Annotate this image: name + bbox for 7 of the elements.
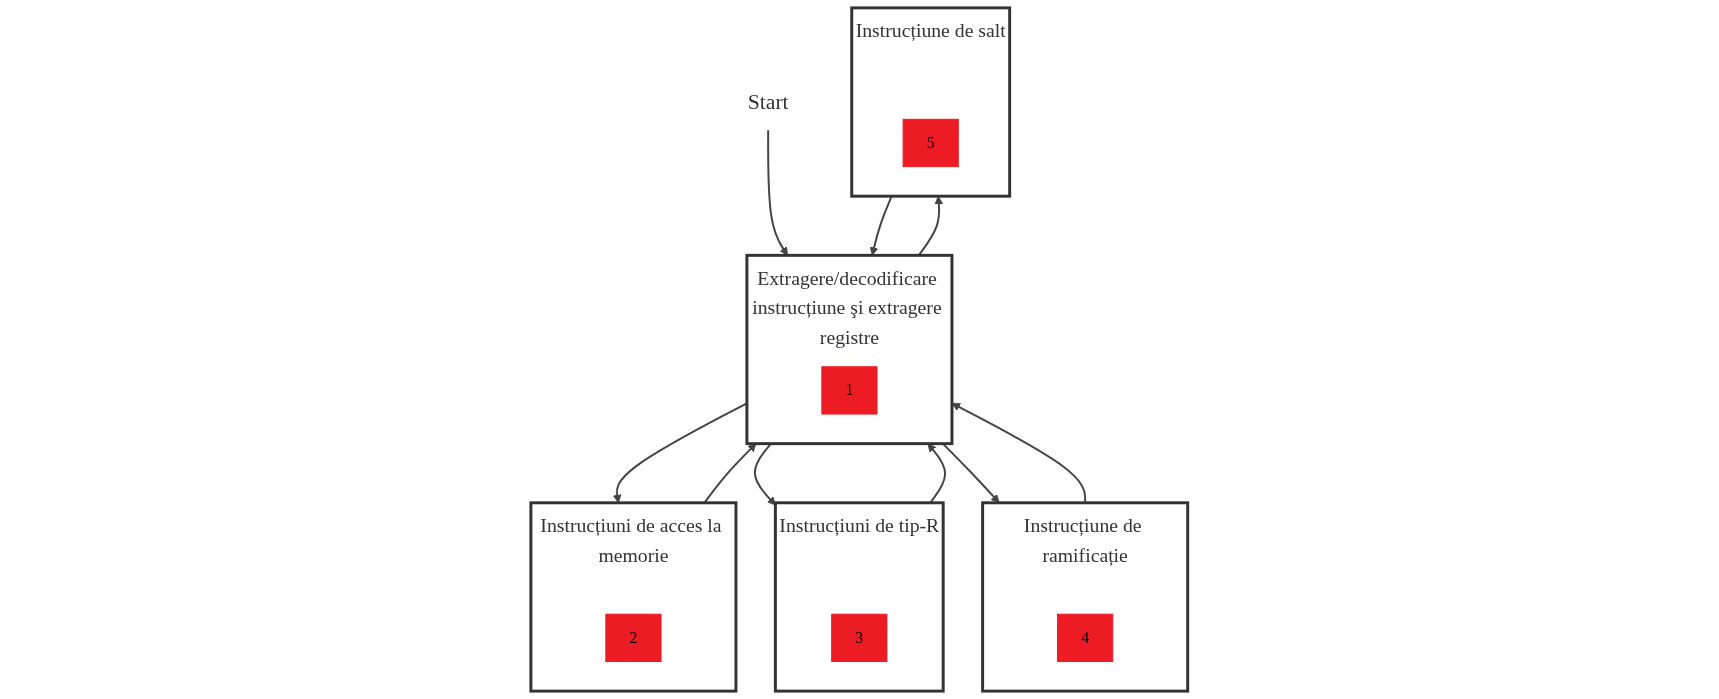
node-box: 3 xyxy=(831,613,888,662)
node-box: 4 xyxy=(1057,613,1114,662)
node-box: 2 xyxy=(605,613,662,662)
node-box: 5 xyxy=(902,118,959,168)
node-box: 1 xyxy=(821,366,878,415)
arrow xyxy=(767,129,789,256)
node-text: Start xyxy=(747,89,789,115)
